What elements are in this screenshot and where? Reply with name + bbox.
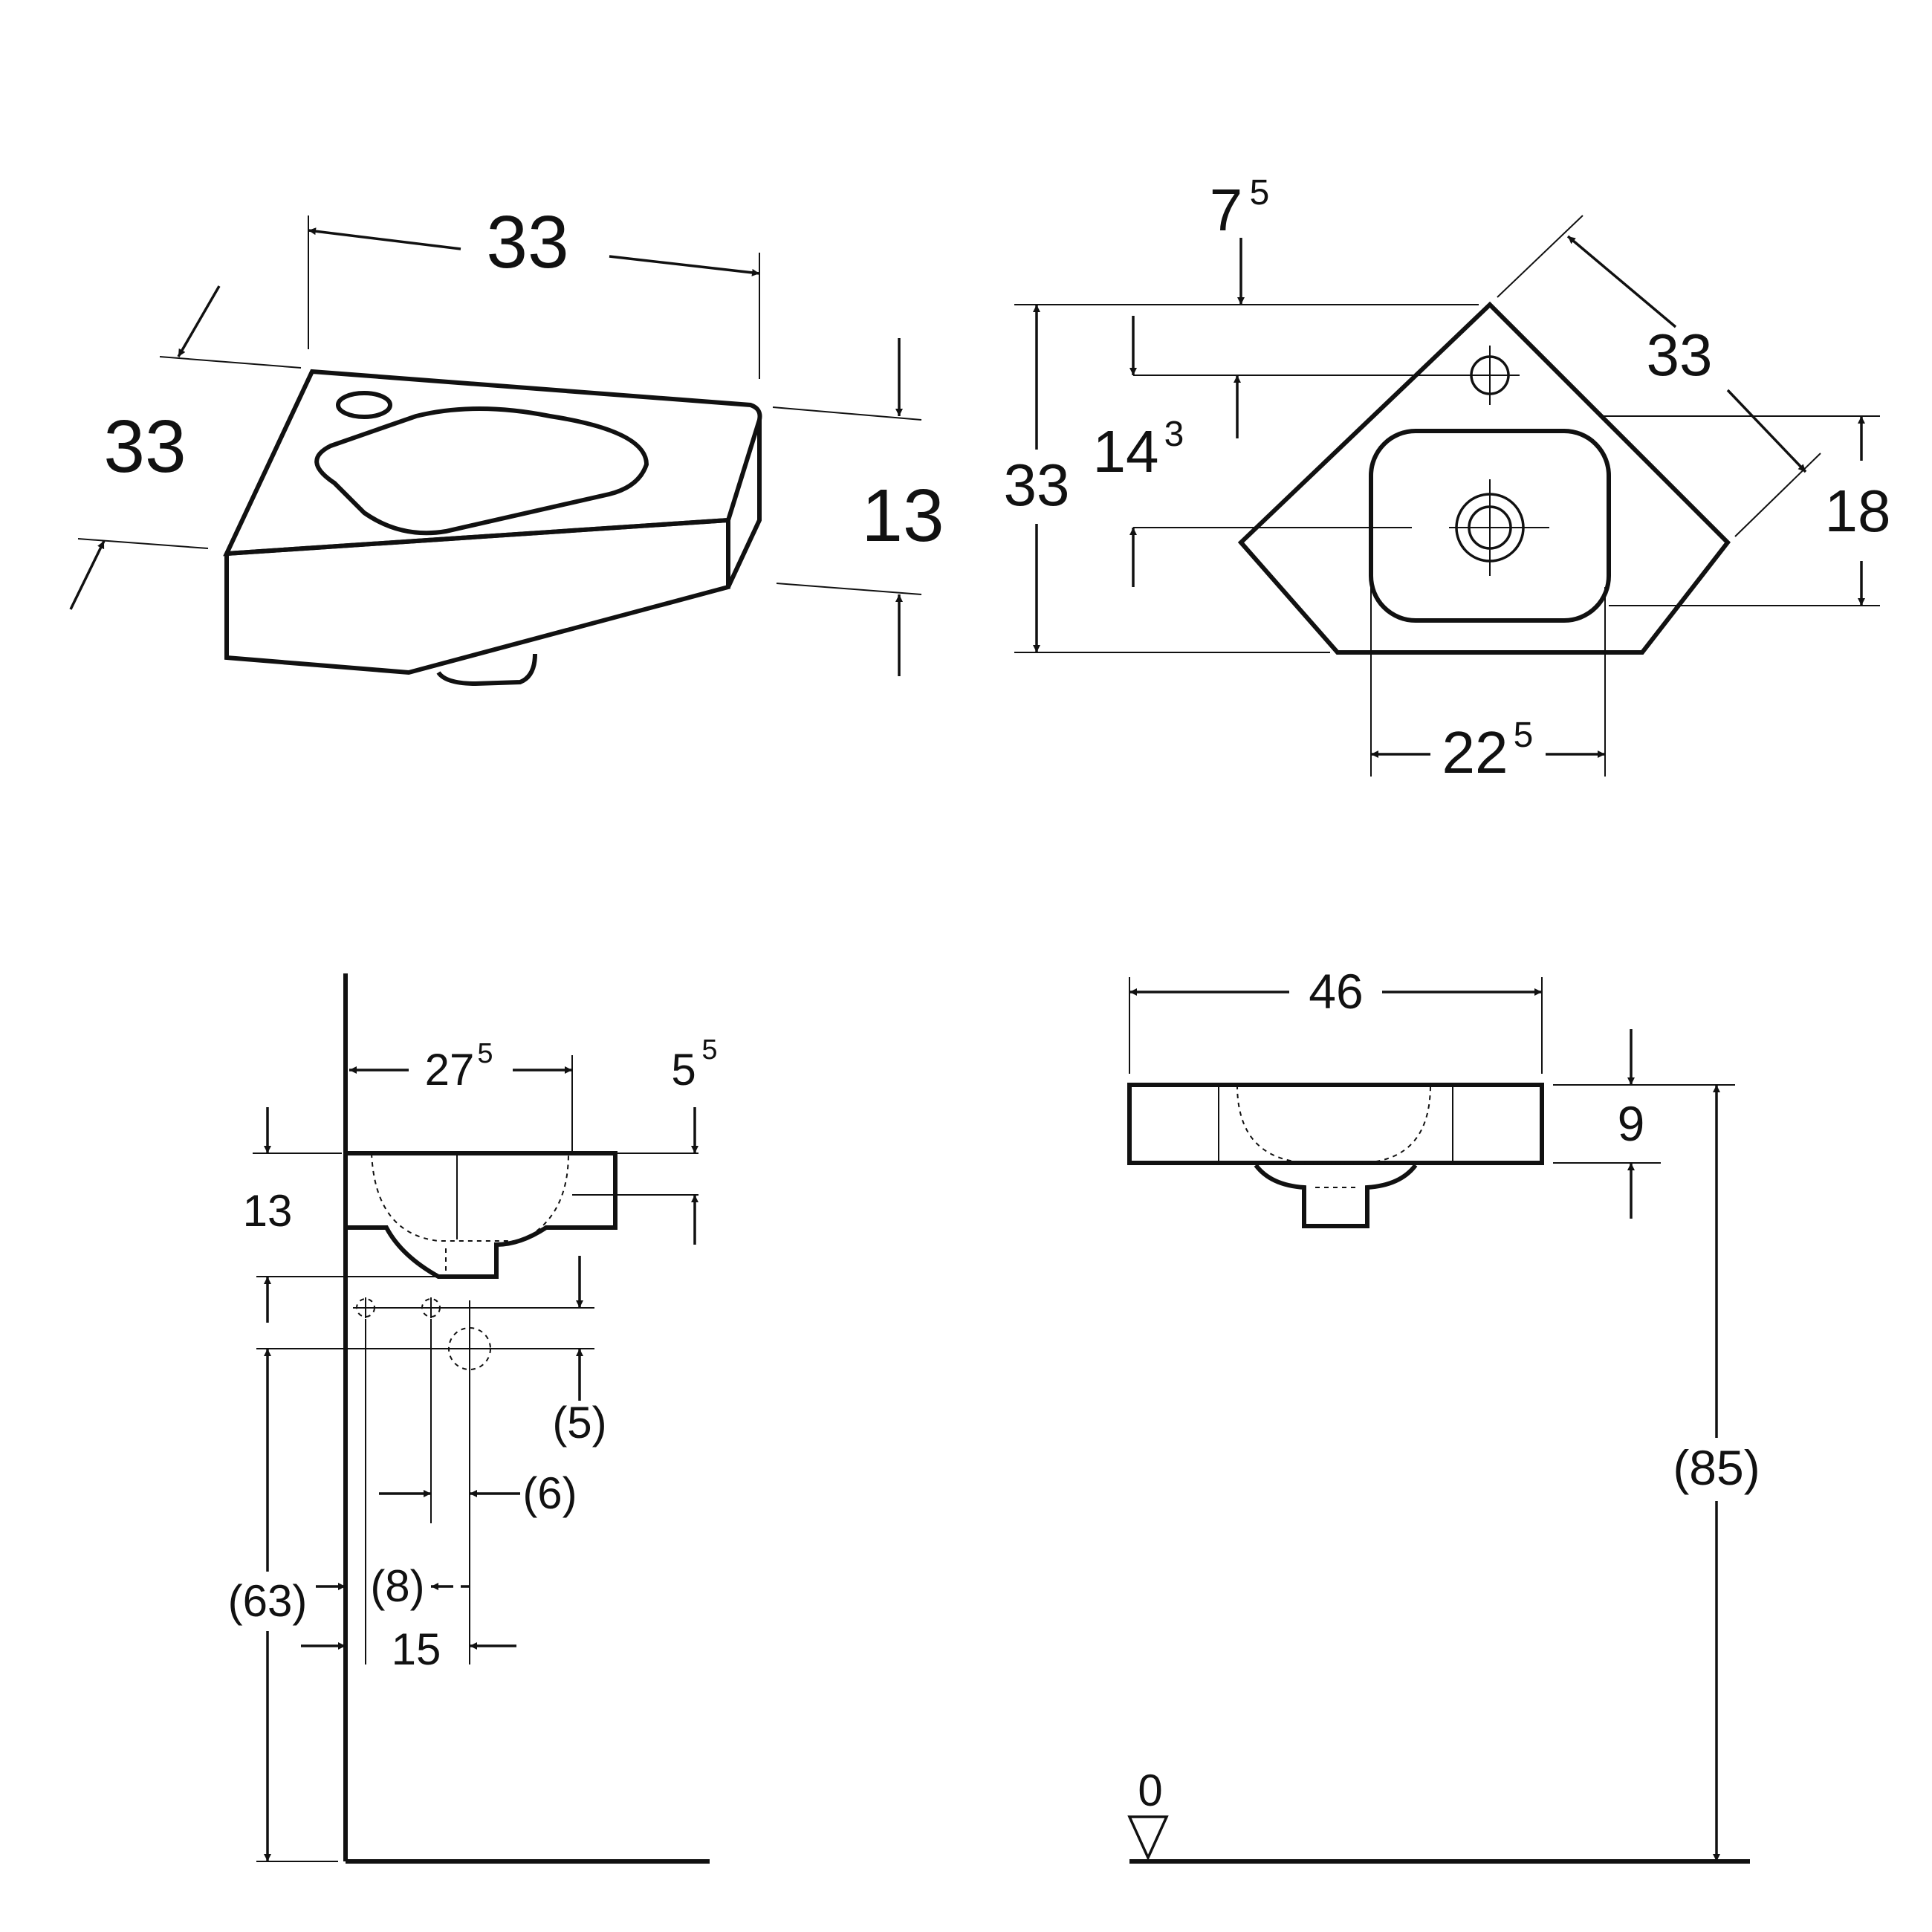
side-depth-sup: 5	[477, 1038, 493, 1069]
dim-line-width-b	[609, 255, 760, 276]
overall-label-bg	[996, 450, 1074, 524]
label-63-bg	[223, 1572, 312, 1631]
top-bowl	[1369, 429, 1611, 623]
top-view: 33 7 5 14 3 33 18 22 5	[996, 173, 1890, 785]
dim-line-width-a	[308, 227, 461, 250]
dim-diag-a	[1566, 235, 1677, 328]
ext-line-depth-top	[159, 356, 302, 369]
side-view: 27 5 5 5 13 (5) (6) (63) (8) 15	[223, 973, 718, 1864]
side-basin-outline	[346, 1151, 617, 1279]
label-63: (63)	[228, 1576, 308, 1626]
front-width-label: 46	[1309, 964, 1363, 1019]
mount-label-bg	[1664, 1438, 1769, 1501]
ext-diag-top	[1497, 215, 1583, 298]
bowl-outline	[314, 406, 649, 536]
front-view: 0 46 9 (85)	[1127, 964, 1769, 1864]
ext-line-height-top	[772, 406, 922, 421]
height-label: 13	[861, 474, 944, 557]
side-bowl-inner	[371, 1153, 569, 1242]
offset-sup: 5	[1250, 173, 1270, 213]
offset-main: 7	[1210, 177, 1243, 243]
label-15: 15	[392, 1624, 441, 1674]
front-bowl-inner	[1236, 1084, 1431, 1164]
depth-label: 33	[103, 405, 186, 488]
side-height-label: 13	[243, 1186, 293, 1236]
edge-main: 5	[671, 1045, 696, 1095]
label-5: (5)	[552, 1398, 606, 1448]
tap-offset-sup: 3	[1164, 415, 1184, 454]
isometric-view: 33 33 13	[69, 201, 944, 687]
front-height-label: 9	[1618, 1096, 1645, 1151]
bowl-width-main: 22	[1442, 719, 1508, 785]
side-depth-main: 27	[425, 1045, 475, 1095]
basin-top-outline	[223, 369, 762, 557]
basin-front-face	[224, 520, 730, 675]
bowl-width-sup: 5	[1514, 716, 1534, 755]
dim-arrow-depth-bottom	[69, 540, 106, 610]
overall-label: 33	[1004, 452, 1070, 518]
front-bowl-bottom	[1254, 1164, 1418, 1228]
edge-sup: 5	[701, 1034, 717, 1066]
front-basin-outline	[1127, 1083, 1544, 1165]
bowl-height-label: 18	[1825, 478, 1891, 544]
dim-arrow-depth-top	[177, 285, 221, 357]
tap-offset-main: 14	[1093, 418, 1159, 484]
label-8: (8)	[370, 1561, 424, 1611]
ext-line-depth-bottom	[77, 538, 209, 549]
dim-diag-b	[1726, 389, 1807, 473]
label-6: (6)	[522, 1468, 577, 1518]
ext-diag-right	[1734, 453, 1821, 537]
width-label: 33	[486, 201, 568, 284]
mount-height-label: (85)	[1673, 1440, 1760, 1495]
ext-line-height-bottom	[776, 583, 922, 595]
waste-outlet	[436, 653, 537, 687]
tap-hole	[336, 391, 392, 419]
basin-right-face	[726, 420, 762, 589]
floor-label: 0	[1138, 1766, 1162, 1815]
diagonal-label: 33	[1647, 322, 1713, 388]
floor-marker	[1127, 1815, 1169, 1861]
top-outline	[1237, 301, 1731, 655]
basin-edge-line	[226, 518, 729, 556]
